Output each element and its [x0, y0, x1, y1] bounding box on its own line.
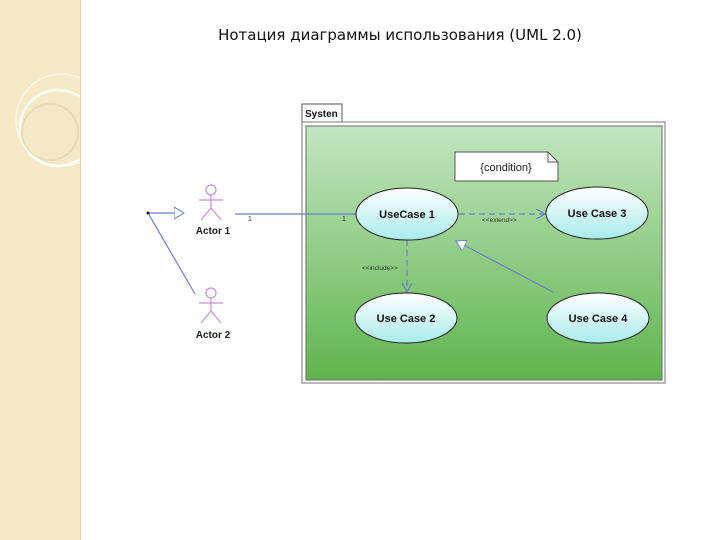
actor-2: Actor 2	[196, 287, 231, 341]
use-case-2-label: Use Case 2	[377, 313, 436, 325]
condition-note: {condition}	[454, 151, 559, 182]
decorative-side-strip	[0, 0, 81, 540]
connectors: 1 1 <<include>> <<extend>>	[146, 211, 554, 295]
use-case-3-label: Use Case 3	[568, 208, 627, 220]
actor-figure-icon	[199, 184, 223, 221]
slide-title: Нотация диаграммы использования (UML 2.0…	[218, 26, 582, 44]
extend-label: <<extend>>	[482, 217, 517, 224]
include-label: <<include>>	[362, 265, 398, 272]
multiplicity-right: 1	[342, 216, 346, 223]
actor-2-label: Actor 2	[196, 330, 231, 341]
use-case-3: Use Case 3	[545, 186, 649, 240]
multiplicity-left: 1	[248, 216, 252, 223]
use-case-1-label: UseCase 1	[379, 209, 435, 221]
use-case-4: Use Case 4	[546, 292, 650, 344]
use-case-4-label: Use Case 4	[569, 313, 629, 325]
usecase-generalization-arrow	[456, 241, 554, 293]
actor-1: Actor 1	[196, 184, 231, 237]
system-label: Systen	[305, 109, 338, 120]
actor-1-label: Actor 1	[196, 226, 231, 237]
use-case-2: Use Case 2	[354, 292, 458, 344]
use-case-1: UseCase 1	[355, 187, 459, 241]
decorative-rings	[15, 73, 80, 168]
note-text: {condition}	[480, 162, 532, 174]
junction-dot	[146, 211, 150, 215]
generalization-line	[147, 212, 196, 295]
actor-figure-icon	[199, 287, 223, 324]
